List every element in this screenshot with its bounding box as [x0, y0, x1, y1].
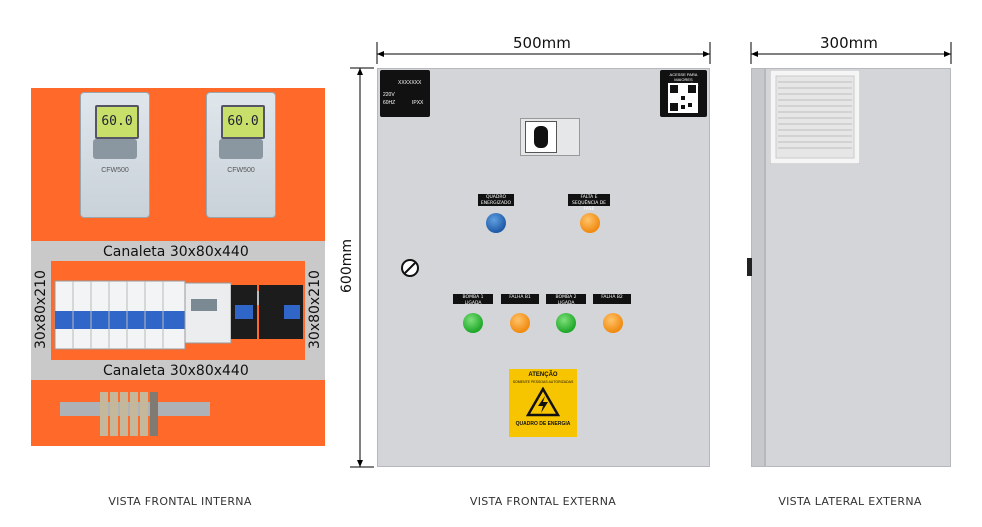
qr-code-plate: ACESSE PARA MAIORES INFORMAÇÕES: [660, 70, 707, 117]
indicator-energized-light: [486, 213, 506, 233]
label-fault1: FALHA B1: [501, 294, 539, 304]
side-width-label: 300mm: [820, 34, 878, 52]
vfd-brand: CFW500: [101, 167, 129, 174]
label-pump2-on: BOMBA 2 LIGADA: [546, 294, 586, 306]
warning-title: ATENÇÃO: [528, 372, 558, 378]
height-dimension-front: [350, 67, 374, 468]
warning-footer: QUADRO DE ENERGIA: [515, 421, 571, 427]
nameplate-frequency: 60HZ: [383, 100, 396, 106]
width-dimension-front: [376, 42, 711, 64]
internal-caption: VISTA FRONTAL INTERNA: [108, 495, 252, 508]
vfd-display: 60.0: [221, 105, 265, 139]
vfd-keypad: [93, 139, 137, 159]
ventilation-grille: [770, 70, 860, 164]
vfd-brand: CFW500: [227, 167, 255, 174]
canaleta-top: [31, 241, 325, 261]
side-left-label: 30x80x210: [33, 270, 49, 349]
din-rail-components: [51, 261, 305, 360]
nameplate-voltage: 220V: [383, 92, 395, 98]
vfd-display: 60.0: [95, 105, 139, 139]
canaleta-left: [31, 261, 51, 360]
label-fault2: FALHA B2: [593, 294, 631, 304]
side-right-label: 30x80x210: [307, 270, 323, 349]
door-lock-icon[interactable]: [400, 258, 420, 278]
label-energized: QUADRO ENERGIZADO: [478, 194, 514, 206]
rotary-selector-switch[interactable]: [520, 118, 580, 156]
indicator-pump1-on-light: [463, 313, 483, 333]
nameplate: XXXXXXX 220V 60HZ IPXX: [380, 70, 430, 117]
indicator-fault1-light: [510, 313, 530, 333]
high-voltage-icon: [526, 387, 560, 417]
front-height-label: 600mm: [339, 239, 355, 293]
canaleta-top-label: Canaleta 30x80x440: [103, 244, 249, 260]
side-hinge: [747, 258, 752, 276]
vfd-drive-1: 60.0 CFW500: [80, 92, 150, 218]
indicator-pump2-on-light: [556, 313, 576, 333]
canaleta-bottom: [31, 360, 325, 380]
rotary-knob-handle: [534, 126, 548, 148]
rotary-knob[interactable]: [525, 121, 557, 153]
nameplate-ip: IPXX: [412, 100, 424, 106]
side-caption: VISTA LATERAL EXTERNA: [778, 495, 922, 508]
indicator-phase-fault-light: [580, 213, 600, 233]
label-pump1-on: BOMBA 1 LIGADA: [453, 294, 493, 306]
qr-code-icon: [668, 83, 698, 113]
vfd-drive-2: 60.0 CFW500: [206, 92, 276, 218]
warning-subtitle: SOMENTE PESSOAS AUTORIZADAS: [512, 380, 574, 384]
external-caption: VISTA FRONTAL EXTERNA: [469, 495, 617, 508]
terminal-blocks: [60, 392, 210, 436]
label-phase-fault: FALTA E SEQUÊNCIA DE FASE: [568, 194, 610, 212]
front-width-label: 500mm: [513, 34, 571, 52]
indicator-fault2-light: [603, 313, 623, 333]
warning-sign: ATENÇÃO SOMENTE PESSOAS AUTORIZADAS QUAD…: [509, 369, 577, 437]
canaleta-bottom-label: Canaleta 30x80x440: [103, 363, 249, 379]
width-dimension-side: [750, 42, 952, 64]
nameplate-code: XXXXXXX: [398, 80, 422, 86]
vfd-keypad: [219, 139, 263, 159]
canaleta-right: [305, 261, 325, 360]
side-panel-door-edge: [751, 68, 765, 467]
